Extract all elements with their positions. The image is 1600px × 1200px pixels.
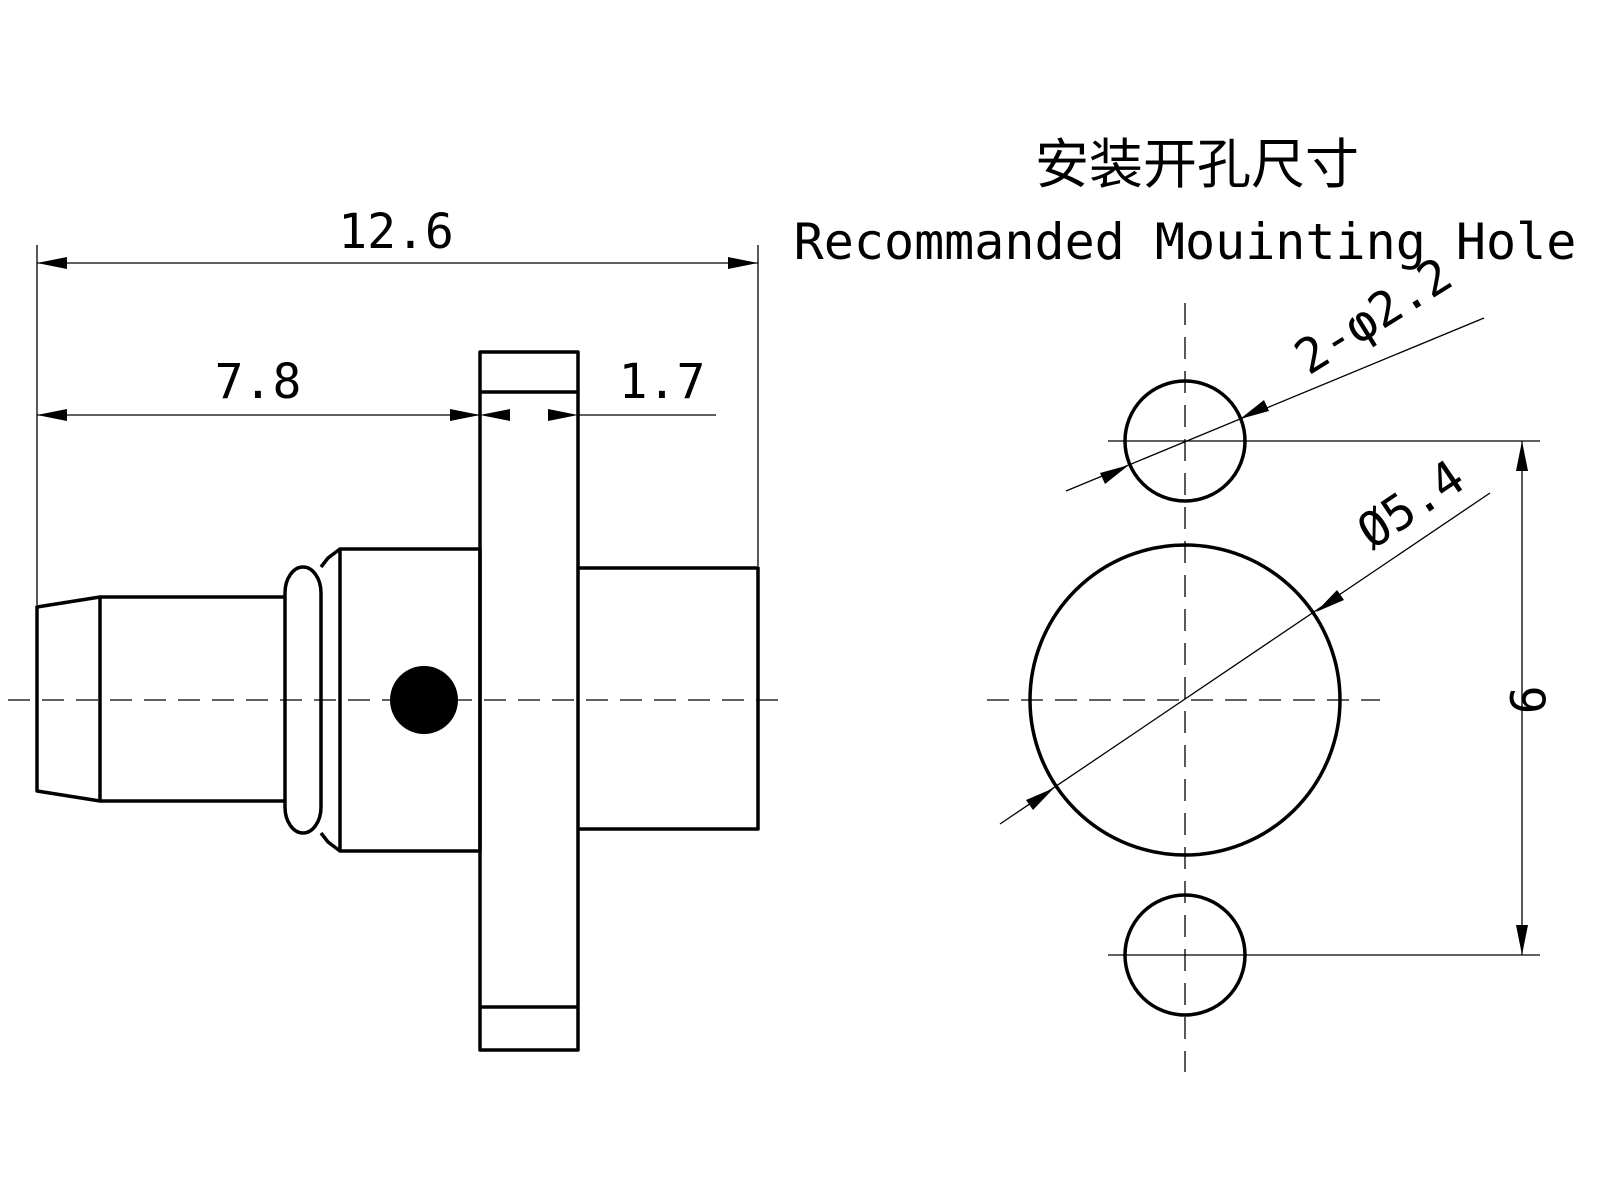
dimension-hole-spacing: 9 bbox=[1498, 441, 1554, 955]
center-hole bbox=[1028, 543, 1342, 857]
dimension-label-front-length: 7.8 bbox=[215, 354, 302, 410]
dimension-label-flange-thickness: 1.7 bbox=[619, 354, 706, 410]
mounting-hole-title-english: Recommanded Mouinting Hole bbox=[794, 213, 1577, 271]
connector-o-ring bbox=[283, 565, 323, 835]
connector-tip bbox=[35, 595, 102, 803]
dimension-label-hole-spacing: 9 bbox=[1498, 686, 1554, 715]
mounting-hole-title-chinese: 安装开孔尺寸 bbox=[1035, 133, 1359, 196]
mounting-hole-view: 安装开孔尺寸 Recommanded Mouinting Hole 9 2-φ2… bbox=[794, 133, 1577, 1072]
dimension-label-center-hole: Ø5.4 bbox=[1347, 449, 1474, 560]
connector-side-hole bbox=[390, 666, 458, 734]
dimension-overall-length: 12.6 bbox=[37, 204, 758, 269]
dimension-label-overall-length: 12.6 bbox=[338, 204, 454, 260]
connector-side-view: 12.6 7.8 1.7 bbox=[8, 204, 790, 1052]
connector-front-sleeve bbox=[100, 595, 285, 803]
connector-flange bbox=[478, 350, 580, 1052]
dimension-front-length: 7.8 bbox=[37, 354, 480, 421]
dimension-center-hole: Ø5.4 bbox=[999, 449, 1491, 825]
connector-rear-body bbox=[578, 566, 760, 831]
dimension-small-holes: 2-φ2.2 bbox=[1065, 247, 1485, 492]
dimension-flange-thickness: 1.7 bbox=[480, 354, 705, 421]
